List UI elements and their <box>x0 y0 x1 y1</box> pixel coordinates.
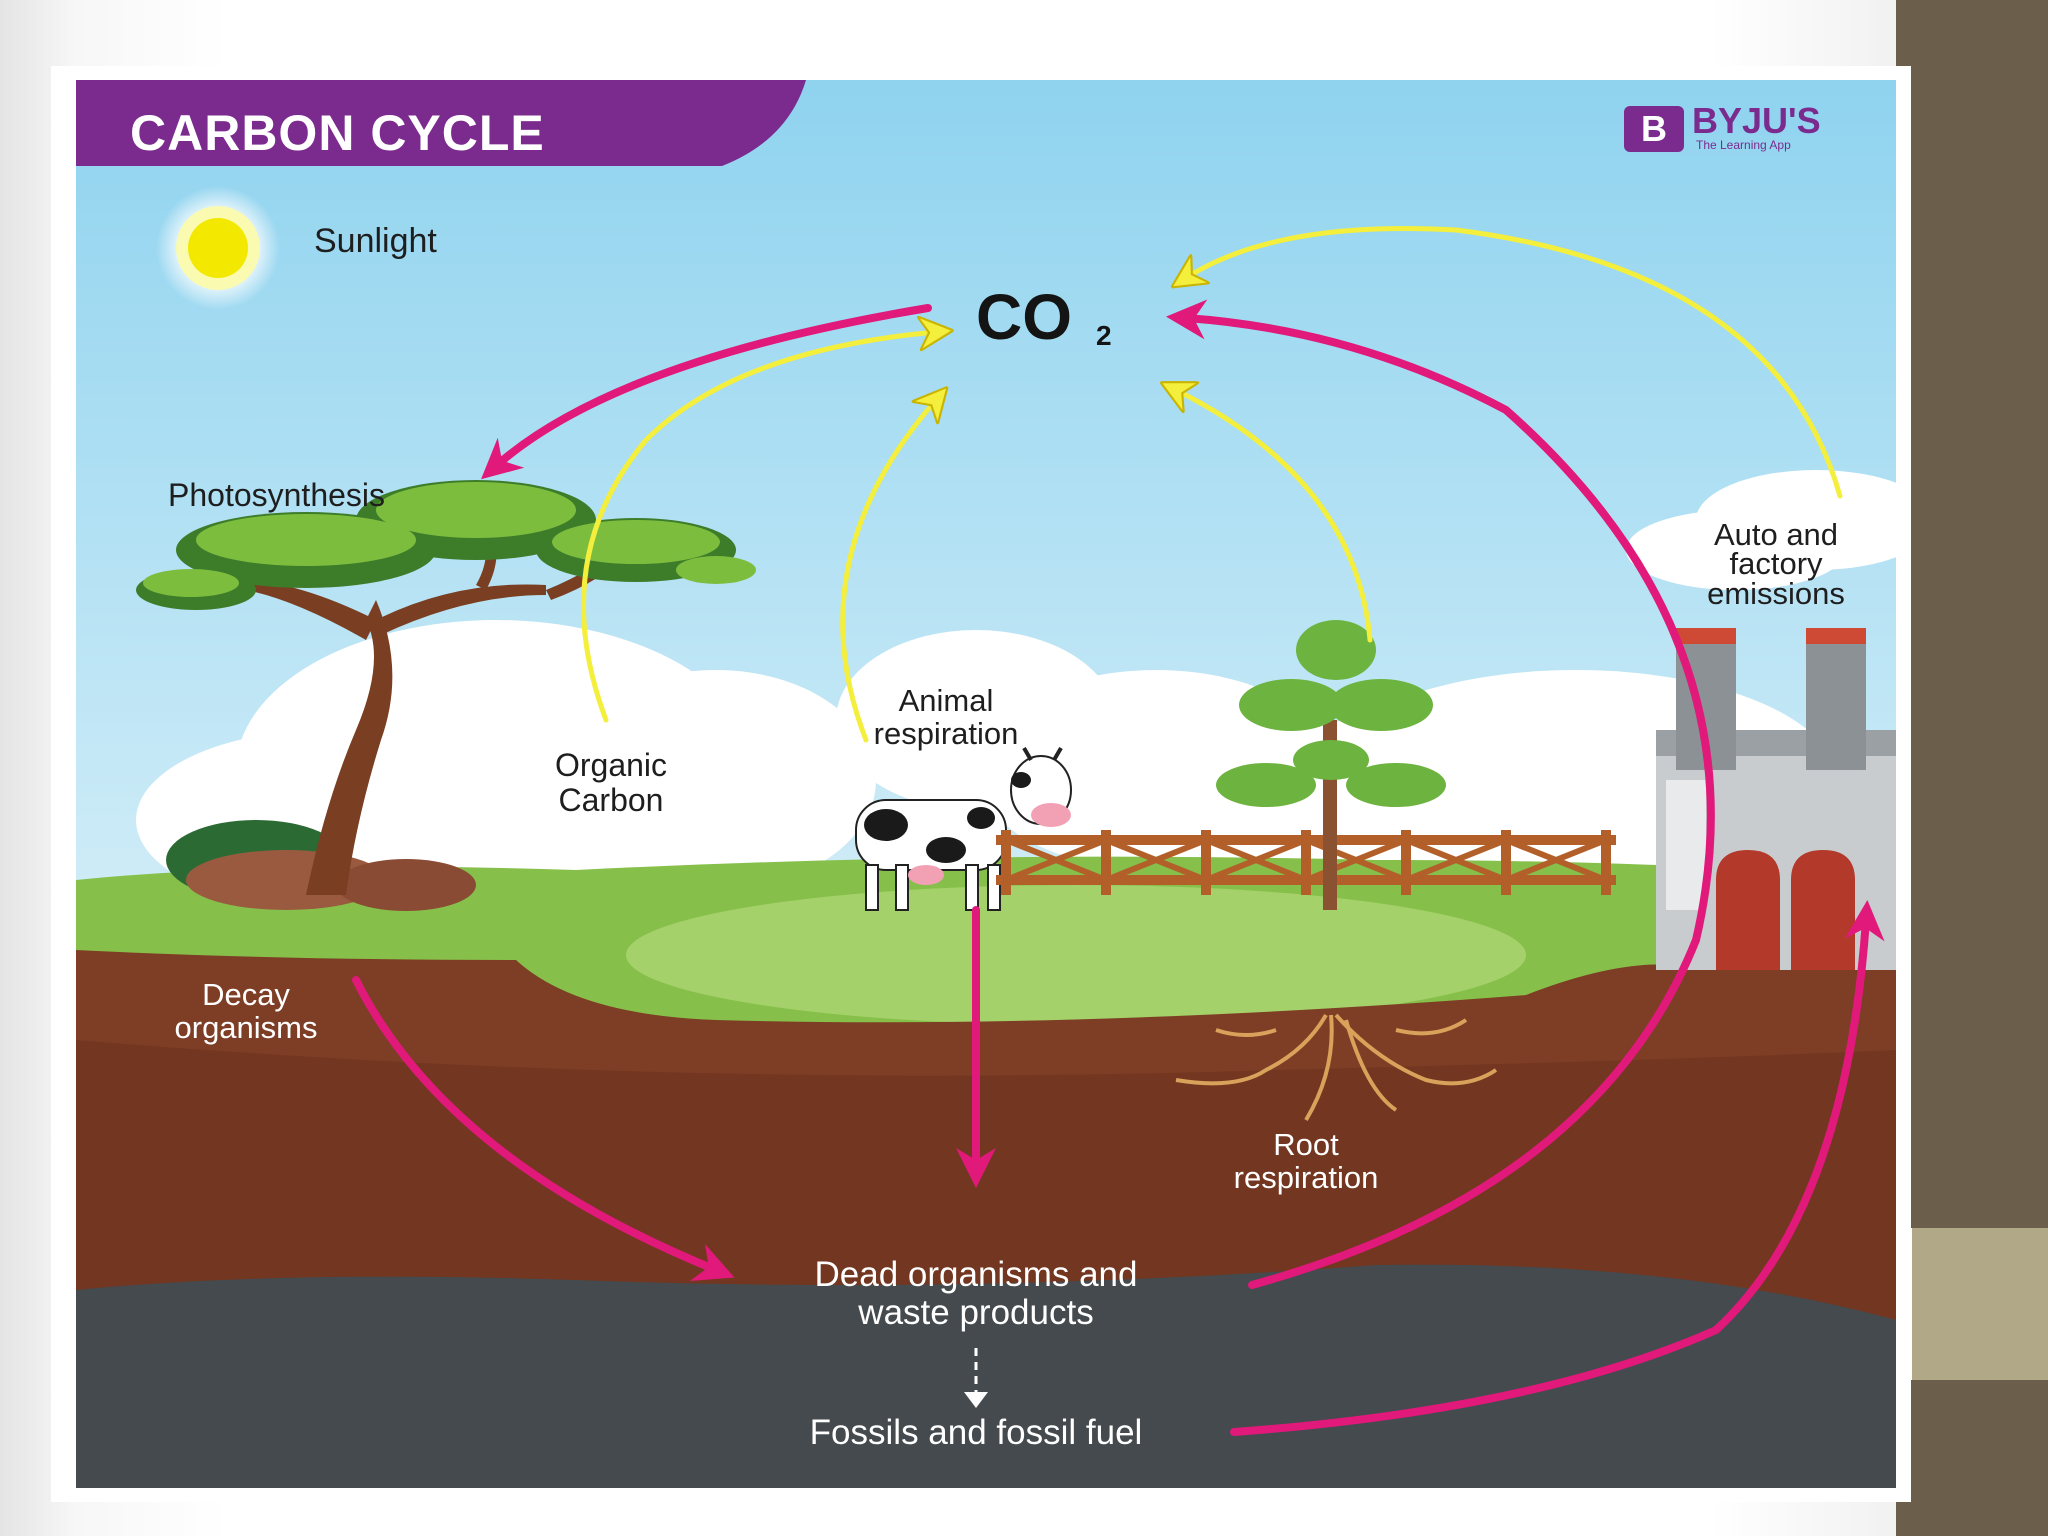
decay-organisms-line-2: organisms <box>174 1010 318 1046</box>
small-tree-icon <box>1216 620 1446 910</box>
arrow-animal-to-co2 <box>840 400 936 743</box>
organic-carbon-line-1: Organic <box>554 747 668 783</box>
co2-subscript: 2 <box>1096 320 1112 351</box>
dead-organisms-label: Dead organisms and waste products <box>746 1256 1206 1332</box>
fossils-label: Fossils and fossil fuel <box>809 1413 1143 1452</box>
arrow-decay-to-dead <box>352 976 735 1281</box>
fence-icon <box>996 830 1616 895</box>
diagram-title: CARBON CYCLE <box>130 105 545 161</box>
dead-organisms-line-2: waste products <box>858 1292 1094 1332</box>
byjus-logo-mark: B <box>1624 106 1684 152</box>
magenta-arrows <box>352 299 1885 1436</box>
slide-side-panel-dark-bottom <box>1896 1380 2048 1536</box>
cow-icon <box>855 746 1072 911</box>
arrow-factory-to-co2 <box>1186 226 1843 499</box>
arrow-organic-carbon-to-co2 <box>581 332 937 723</box>
root-respiration-line-1: Root <box>1273 1127 1339 1162</box>
diagram-illustration <box>76 80 1896 1488</box>
root-respiration-line-2: respiration <box>1233 1160 1379 1196</box>
dead-organisms-line-1: Dead organisms and <box>814 1255 1138 1294</box>
animal-respiration-line-2: respiration <box>873 716 1019 752</box>
arrow-co2-to-photosynthesis <box>481 304 932 480</box>
photosynthesis-label: Photosynthesis <box>168 477 386 513</box>
arrow-dead-to-fossils <box>964 1348 988 1408</box>
tree-icon <box>136 480 756 911</box>
auto-factory-line-3: emissions <box>1707 575 1845 611</box>
arrow-dead-to-co2 <box>1166 299 1715 1289</box>
roots-icon <box>1175 1013 1498 1122</box>
auto-factory-line-2: factory <box>1729 546 1823 582</box>
grass-highlight <box>626 885 1526 1025</box>
arrow-root-to-co2 <box>1176 390 1373 643</box>
organic-carbon-label: Organic Carbon <box>536 748 686 817</box>
root-respiration-label: Root respiration <box>1206 1128 1406 1195</box>
rock-layer <box>76 1264 1896 1488</box>
sun-icon <box>156 186 280 310</box>
arrow-fossils-to-factory <box>1230 900 1885 1436</box>
slide-side-panel-dark <box>1896 0 2048 1228</box>
organic-carbon-line-2: Carbon <box>558 781 664 818</box>
carbon-cycle-diagram: CARBON CYCLE B BYJU'S The Learning App C… <box>76 80 1896 1488</box>
byjus-logo-name: BYJU'S <box>1692 100 1821 141</box>
decay-organisms-label: Decay organisms <box>156 978 336 1045</box>
animal-respiration-line-1: Animal <box>898 683 994 718</box>
title-band <box>76 80 806 166</box>
slide-side-panel-light <box>1912 1228 2048 1380</box>
decay-organisms-line-1: Decay <box>202 977 290 1012</box>
sunlight-label: Sunlight <box>314 222 437 260</box>
animal-respiration-label: Animal respiration <box>856 684 1036 751</box>
byjus-logo-tagline: The Learning App <box>1696 138 1791 152</box>
auto-factory-line-1: Auto and <box>1713 517 1839 552</box>
auto-factory-label: Auto and factory emissions <box>1676 517 1876 611</box>
co2-label: CO <box>976 281 1072 353</box>
yellow-arrows <box>581 226 1843 743</box>
